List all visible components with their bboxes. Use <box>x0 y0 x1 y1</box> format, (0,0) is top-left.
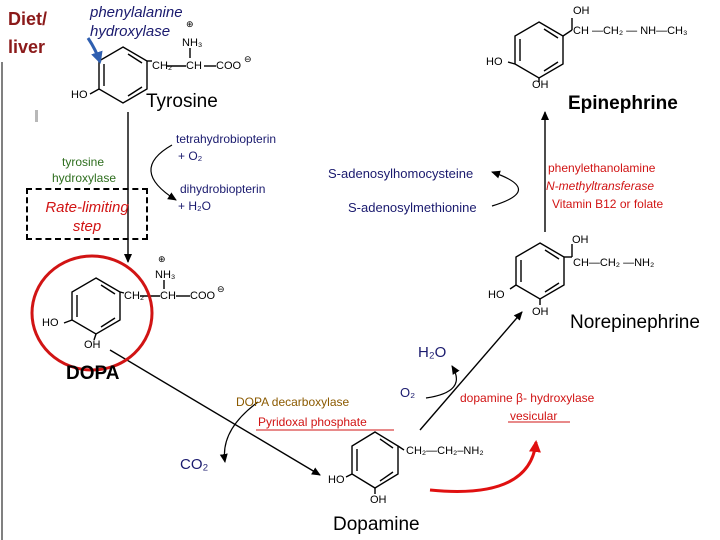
dopa-ring <box>63 277 190 341</box>
dopa-to-dopamine-arrow <box>109 349 321 476</box>
dopa-ch2: CH₂ <box>124 290 145 302</box>
dopa-coo: COO <box>190 290 216 302</box>
dopamine-beta-hydroxylase-label: dopamine β- hydroxylase <box>460 391 595 405</box>
dopamine-to-norepinephrine-arrow <box>419 311 523 431</box>
pyridoxal-phosphate-label: Pyridoxal phosphate <box>258 415 367 429</box>
norepinephrine-name: Norepinephrine <box>570 312 700 333</box>
tyrosine-ch2: CH₂ <box>152 60 173 72</box>
epinephrine-ho: HO <box>486 56 503 68</box>
co2-release-arrow <box>219 401 259 463</box>
tyrosine-hydroxylase-line2: hydroxylase <box>52 171 117 185</box>
dopa-decarboxylase-label: DOPA decarboxylase <box>236 395 350 409</box>
norepinephrine-side-chain: CH—CH₂ —NH₂ <box>573 257 655 269</box>
biopterin-cofactor-arrow <box>150 144 177 201</box>
dopa-nh3: NH₃ <box>155 269 176 281</box>
tetrahydrobiopterin-label: tetrahydrobiopterin <box>176 132 277 146</box>
epinephrine-name: Epinephrine <box>568 93 678 114</box>
liver-label: liver <box>8 37 46 57</box>
oxygen-to-water-arrow <box>425 365 460 399</box>
dopa-minus-sign: ⊖ <box>217 284 225 294</box>
grey-mark <box>35 110 38 122</box>
o2-label: O₂ <box>400 385 416 400</box>
diet-liver-label: Diet/ liver <box>3 2 61 60</box>
vesicular-red-arrow <box>429 440 541 493</box>
dopa-plus-sign: ⊕ <box>158 254 166 264</box>
epinephrine-oh-bottom: OH <box>532 79 549 91</box>
h2o-out-label: + H₂O <box>178 199 211 213</box>
tyrosine-ch: CH <box>186 60 202 72</box>
pnmt-line2: N-methyltransferase <box>546 179 655 193</box>
rate-limiting-box: Rate-limiting step <box>26 188 148 240</box>
tyrosine-minus-sign: ⊖ <box>244 54 252 64</box>
norepinephrine-oh-bottom: OH <box>532 306 549 318</box>
tyrosine-hydroxylase-line1: tyrosine <box>62 155 105 169</box>
epinephrine-oh-top: OH <box>573 5 590 17</box>
dopamine-ring <box>345 431 405 494</box>
co2-label: CO₂ <box>180 456 209 473</box>
dopa-ch: CH <box>160 290 176 302</box>
pnmt-line1: phenylethanolamine <box>548 161 656 175</box>
tyrosine-coo: COO <box>216 60 242 72</box>
dopa-ho: HO <box>42 317 59 329</box>
dopa-oh: OH <box>84 339 101 351</box>
tyrosine-ho: HO <box>71 89 88 101</box>
dopamine-ho: HO <box>328 474 345 486</box>
phenylalanine-hydroxylase-line1: phenylalanine <box>90 4 183 21</box>
rate-limiting-line2: step <box>72 218 102 235</box>
norepinephrine-ring <box>509 242 573 305</box>
s-adenosylmethionine-label: S-adenosylmethionine <box>348 200 477 215</box>
epinephrine-side-chain: CH —CH₂ — NH—CH₃ <box>573 25 688 37</box>
sam-to-sah-arrow <box>491 170 520 207</box>
pnmt-line3: Vitamin B12 or folate <box>552 197 664 211</box>
tyrosine-plus-sign: ⊕ <box>186 19 194 29</box>
norepinephrine-ho: HO <box>488 289 505 301</box>
epinephrine-ring <box>507 18 573 82</box>
phenylalanine-hydroxylase-line2: hydroxylase <box>90 23 171 40</box>
norepinephrine-oh-top: OH <box>572 234 589 246</box>
dopa-name: DOPA <box>66 363 120 384</box>
diet-label: Diet/ <box>8 9 48 29</box>
dopamine-name: Dopamine <box>333 514 420 535</box>
s-adenosylhomocysteine-label: S-adenosylhomocysteine <box>328 166 474 181</box>
h2o-label: H₂O <box>418 344 447 361</box>
dopa-highlight-circle <box>30 254 154 372</box>
o2-in-label: + O₂ <box>178 149 203 163</box>
tyrosine-nh3: NH₃ <box>182 37 203 49</box>
rate-limiting-line1: Rate-limiting <box>45 199 129 216</box>
dihydrobiopterin-label: dihydrobiopterin <box>180 182 266 196</box>
vesicular-label: vesicular <box>510 409 558 423</box>
tyrosine-name: Tyrosine <box>146 91 218 112</box>
phenylalanine-input-arrow <box>86 37 103 64</box>
dopamine-side-chain: CH₂—CH₂–NH₂ <box>406 445 484 457</box>
dopamine-oh: OH <box>370 494 387 506</box>
